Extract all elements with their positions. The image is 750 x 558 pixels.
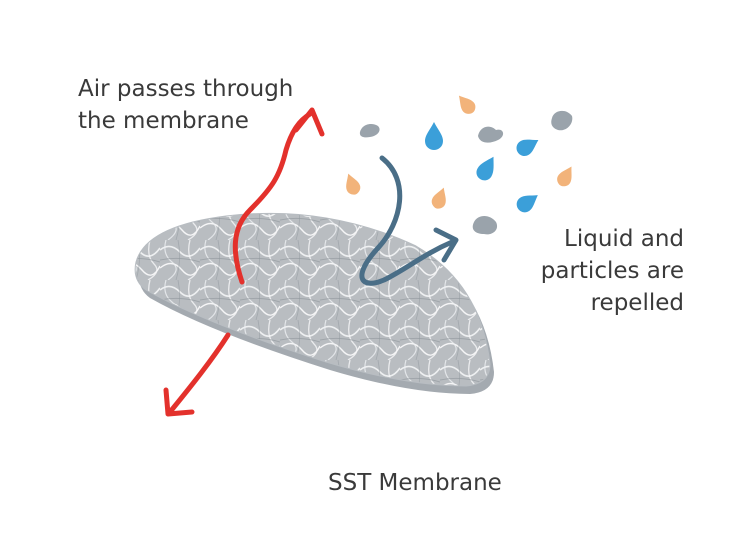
water-droplet-icon <box>516 139 539 157</box>
dust-particle-icon <box>359 124 380 138</box>
repel-arrow <box>359 155 459 286</box>
air-label-line-2: the membrane <box>78 108 249 134</box>
water-droplet-icon <box>516 195 538 213</box>
water-droplet-icon <box>425 122 443 150</box>
water-droplets <box>425 122 539 213</box>
oil-droplet-icon <box>458 95 476 114</box>
membrane-surface <box>134 212 491 387</box>
water-droplet-icon <box>476 156 494 181</box>
air-passes-label: Air passes through the membrane <box>78 73 293 137</box>
repel-label-line-3: repelled <box>590 290 684 316</box>
membrane-caption: SST Membrane <box>328 470 502 496</box>
oil-droplet-icon <box>557 166 572 187</box>
dust-particle-icon <box>551 110 573 131</box>
oil-droplet-icon <box>431 187 446 209</box>
oil-droplet-icon <box>346 173 361 195</box>
dust-particles <box>359 110 573 235</box>
dust-particle-icon <box>478 126 504 143</box>
oil-droplets <box>346 95 572 209</box>
air-label-line-1: Air passes through <box>78 76 294 102</box>
sst-membrane <box>134 212 494 394</box>
repelled-label: Liquid and particles are repelled <box>541 223 684 319</box>
repel-label-line-2: particles are <box>540 258 684 284</box>
repel-label-line-1: Liquid and <box>564 226 684 252</box>
air-arrow-head-down <box>163 387 195 417</box>
air-arrow <box>163 107 325 417</box>
air-arrow-lower <box>167 332 231 415</box>
air-arrow-head-up <box>293 107 325 137</box>
dust-particle-icon <box>472 216 498 235</box>
repel-arrow-head <box>433 227 459 263</box>
